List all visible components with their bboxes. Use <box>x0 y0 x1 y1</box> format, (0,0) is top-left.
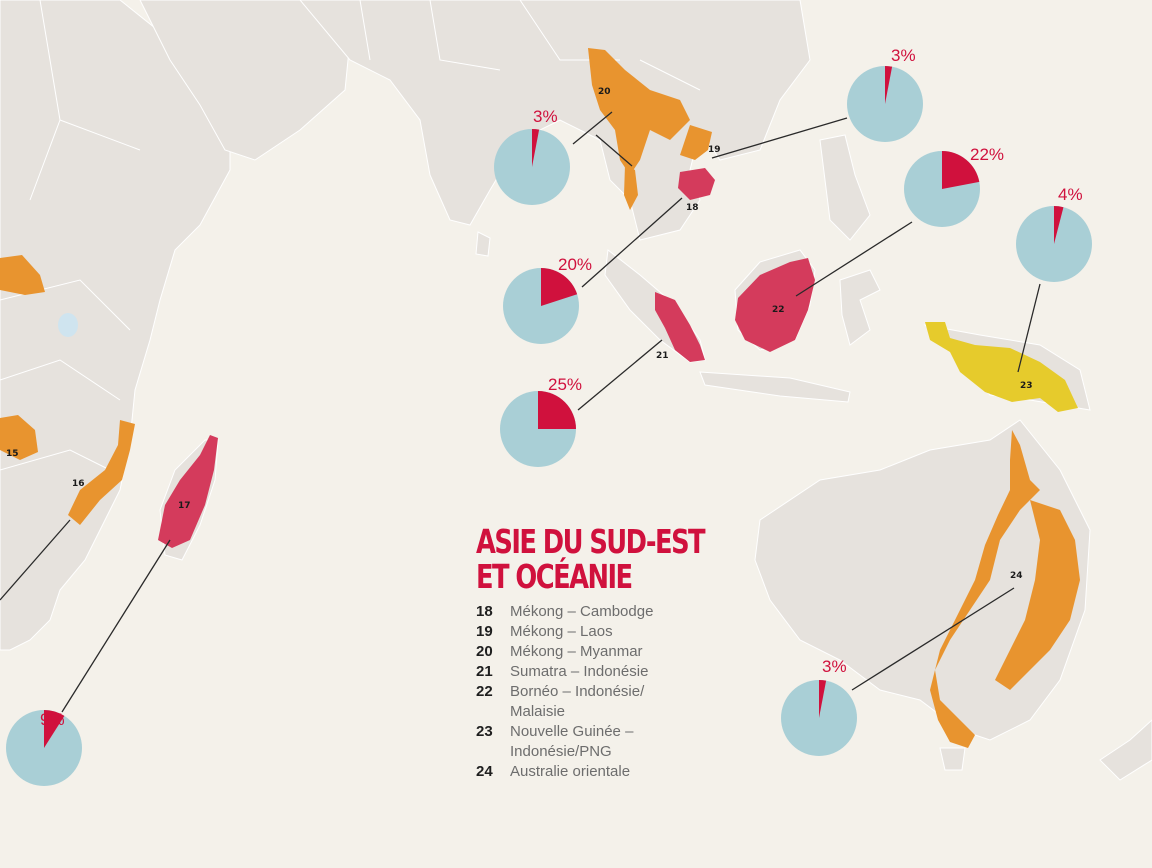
legend-item-22: 22 Bornéo – Indonésie/ Malaisie <box>476 682 776 722</box>
legend-item-number: 18 <box>476 603 493 620</box>
region-number-21: 21 <box>656 351 669 361</box>
region-14-shape <box>0 255 45 295</box>
pie-label: 4% <box>1058 185 1083 204</box>
legend-title-line-2: ET OCÉANIE <box>476 557 633 596</box>
legend: ASIE DU SUD-EST ET OCÉANIE 18 Mékong – Ca… <box>476 524 776 782</box>
legend-item-20: 20 Mékong – Myanmar <box>476 642 776 662</box>
region-21-shape <box>655 292 705 362</box>
region-19b-shape <box>624 165 638 210</box>
pie-label: 20% <box>558 255 592 274</box>
legend-item-number: 19 <box>476 623 493 640</box>
leader-line-21 <box>577 339 663 411</box>
region-layer <box>0 48 1080 748</box>
pie-slice <box>942 151 980 189</box>
pie-australie: 3% <box>781 657 857 756</box>
legend-title: ASIE DU SUD-EST ET OCÉANIE <box>476 524 757 594</box>
region-15-shape <box>0 415 38 460</box>
legend-item-number: 23 <box>476 723 493 740</box>
legend-item-label: Mékong – Myanmar <box>510 643 643 660</box>
leader-line-19 <box>711 117 848 159</box>
pie-chart-layer: 9% 3% 3% 20% 25% 22% 4% 3% <box>6 46 1092 786</box>
leader-line-20b <box>595 134 633 167</box>
region-16-shape <box>68 420 135 525</box>
region-22-shape <box>735 258 815 352</box>
leader-line-23 <box>1017 283 1041 373</box>
pie-label: 3% <box>533 107 558 126</box>
pie-cambodge: 20% <box>503 255 592 344</box>
region-24b-shape <box>995 500 1080 690</box>
leader-line-16 <box>0 519 71 601</box>
legend-item-label: Australie orientale <box>510 763 631 780</box>
region-number-22: 22 <box>772 305 785 315</box>
leader-line-22 <box>795 221 913 297</box>
pie-slice <box>1054 206 1064 244</box>
region-number-20: 20 <box>598 87 611 97</box>
pie-label: 3% <box>891 46 916 65</box>
pie-myanmar: 3% <box>494 107 570 205</box>
region-number-24: 24 <box>1010 571 1023 581</box>
leader-line-24 <box>851 587 1015 691</box>
legend-item-19: 19 Mékong – Laos <box>476 622 776 642</box>
region-number-16: 16 <box>72 479 85 489</box>
region-20-shape <box>588 48 690 175</box>
leader-line-17 <box>61 539 171 713</box>
region-number-18: 18 <box>686 203 699 213</box>
legend-item-24: 24 Australie orientale <box>476 762 776 782</box>
legend-item-number: 21 <box>476 663 493 680</box>
pie-slice <box>819 680 827 718</box>
land-tasmania <box>939 747 966 771</box>
pie-madagascar: 9% <box>6 710 82 786</box>
pie-label: 9% <box>40 710 65 729</box>
legend-item-21: 21 Sumatra – Indonésie <box>476 662 776 682</box>
pie-label: 25% <box>548 375 582 394</box>
region-18-shape <box>678 168 715 200</box>
region-24-shape <box>930 430 1040 748</box>
pie-sumatra: 25% <box>500 375 582 467</box>
country-borders <box>0 0 701 471</box>
legend-item-number: 22 <box>476 683 493 700</box>
pie-slice <box>532 129 540 167</box>
pie-borneo: 22% <box>904 145 1004 227</box>
lake-victoria <box>58 313 78 337</box>
pie-slice <box>44 710 65 748</box>
legend-list: 18 Mékong – Cambodge 19 Mékong – Laos 20 Mé… <box>476 602 776 782</box>
legend-title-line-1: ASIE DU SUD-EST <box>476 522 706 561</box>
land-philippines <box>819 134 871 241</box>
pie-laos: 3% <box>847 46 923 142</box>
region-number-17: 17 <box>178 501 191 511</box>
region-17-shape <box>158 435 218 548</box>
leader-line-20a <box>572 111 613 145</box>
leader-line-18 <box>581 197 683 288</box>
land-java <box>699 371 851 403</box>
legend-item-18: 18 Mékong – Cambodge <box>476 602 776 622</box>
region-number-19: 19 <box>708 145 721 155</box>
land-new-zealand <box>1099 719 1152 781</box>
land-srilanka <box>475 231 491 257</box>
region-19-shape <box>680 125 712 160</box>
pie-slice <box>885 66 893 104</box>
legend-item-label: Mékong – Laos <box>510 623 613 640</box>
legend-item-label: Nouvelle Guinée – Indonésie/PNG <box>510 723 634 760</box>
legend-item-label: Mékong – Cambodge <box>510 603 654 620</box>
legend-item-label: Bornéo – Indonésie/ Malaisie <box>510 683 645 720</box>
pie-slice <box>538 391 576 429</box>
region-number-23: 23 <box>1020 381 1033 391</box>
pie-label: 22% <box>970 145 1004 164</box>
land-sulawesi <box>839 269 881 346</box>
pie-slice <box>541 268 578 306</box>
pie-nouvelle-guinee: 4% <box>1016 185 1092 282</box>
region-number-15: 15 <box>6 449 19 459</box>
legend-item-number: 20 <box>476 643 493 660</box>
leader-lines <box>0 111 1041 713</box>
legend-item-number: 24 <box>476 763 493 780</box>
legend-item-23: 23 Nouvelle Guinée – Indonésie/PNG <box>476 722 776 762</box>
pie-label: 3% <box>822 657 847 676</box>
legend-item-label: Sumatra – Indonésie <box>510 663 649 680</box>
region-23-shape <box>925 322 1078 412</box>
region-label-layer: 15 16 17 18 19 20 21 22 23 24 <box>6 87 1033 581</box>
